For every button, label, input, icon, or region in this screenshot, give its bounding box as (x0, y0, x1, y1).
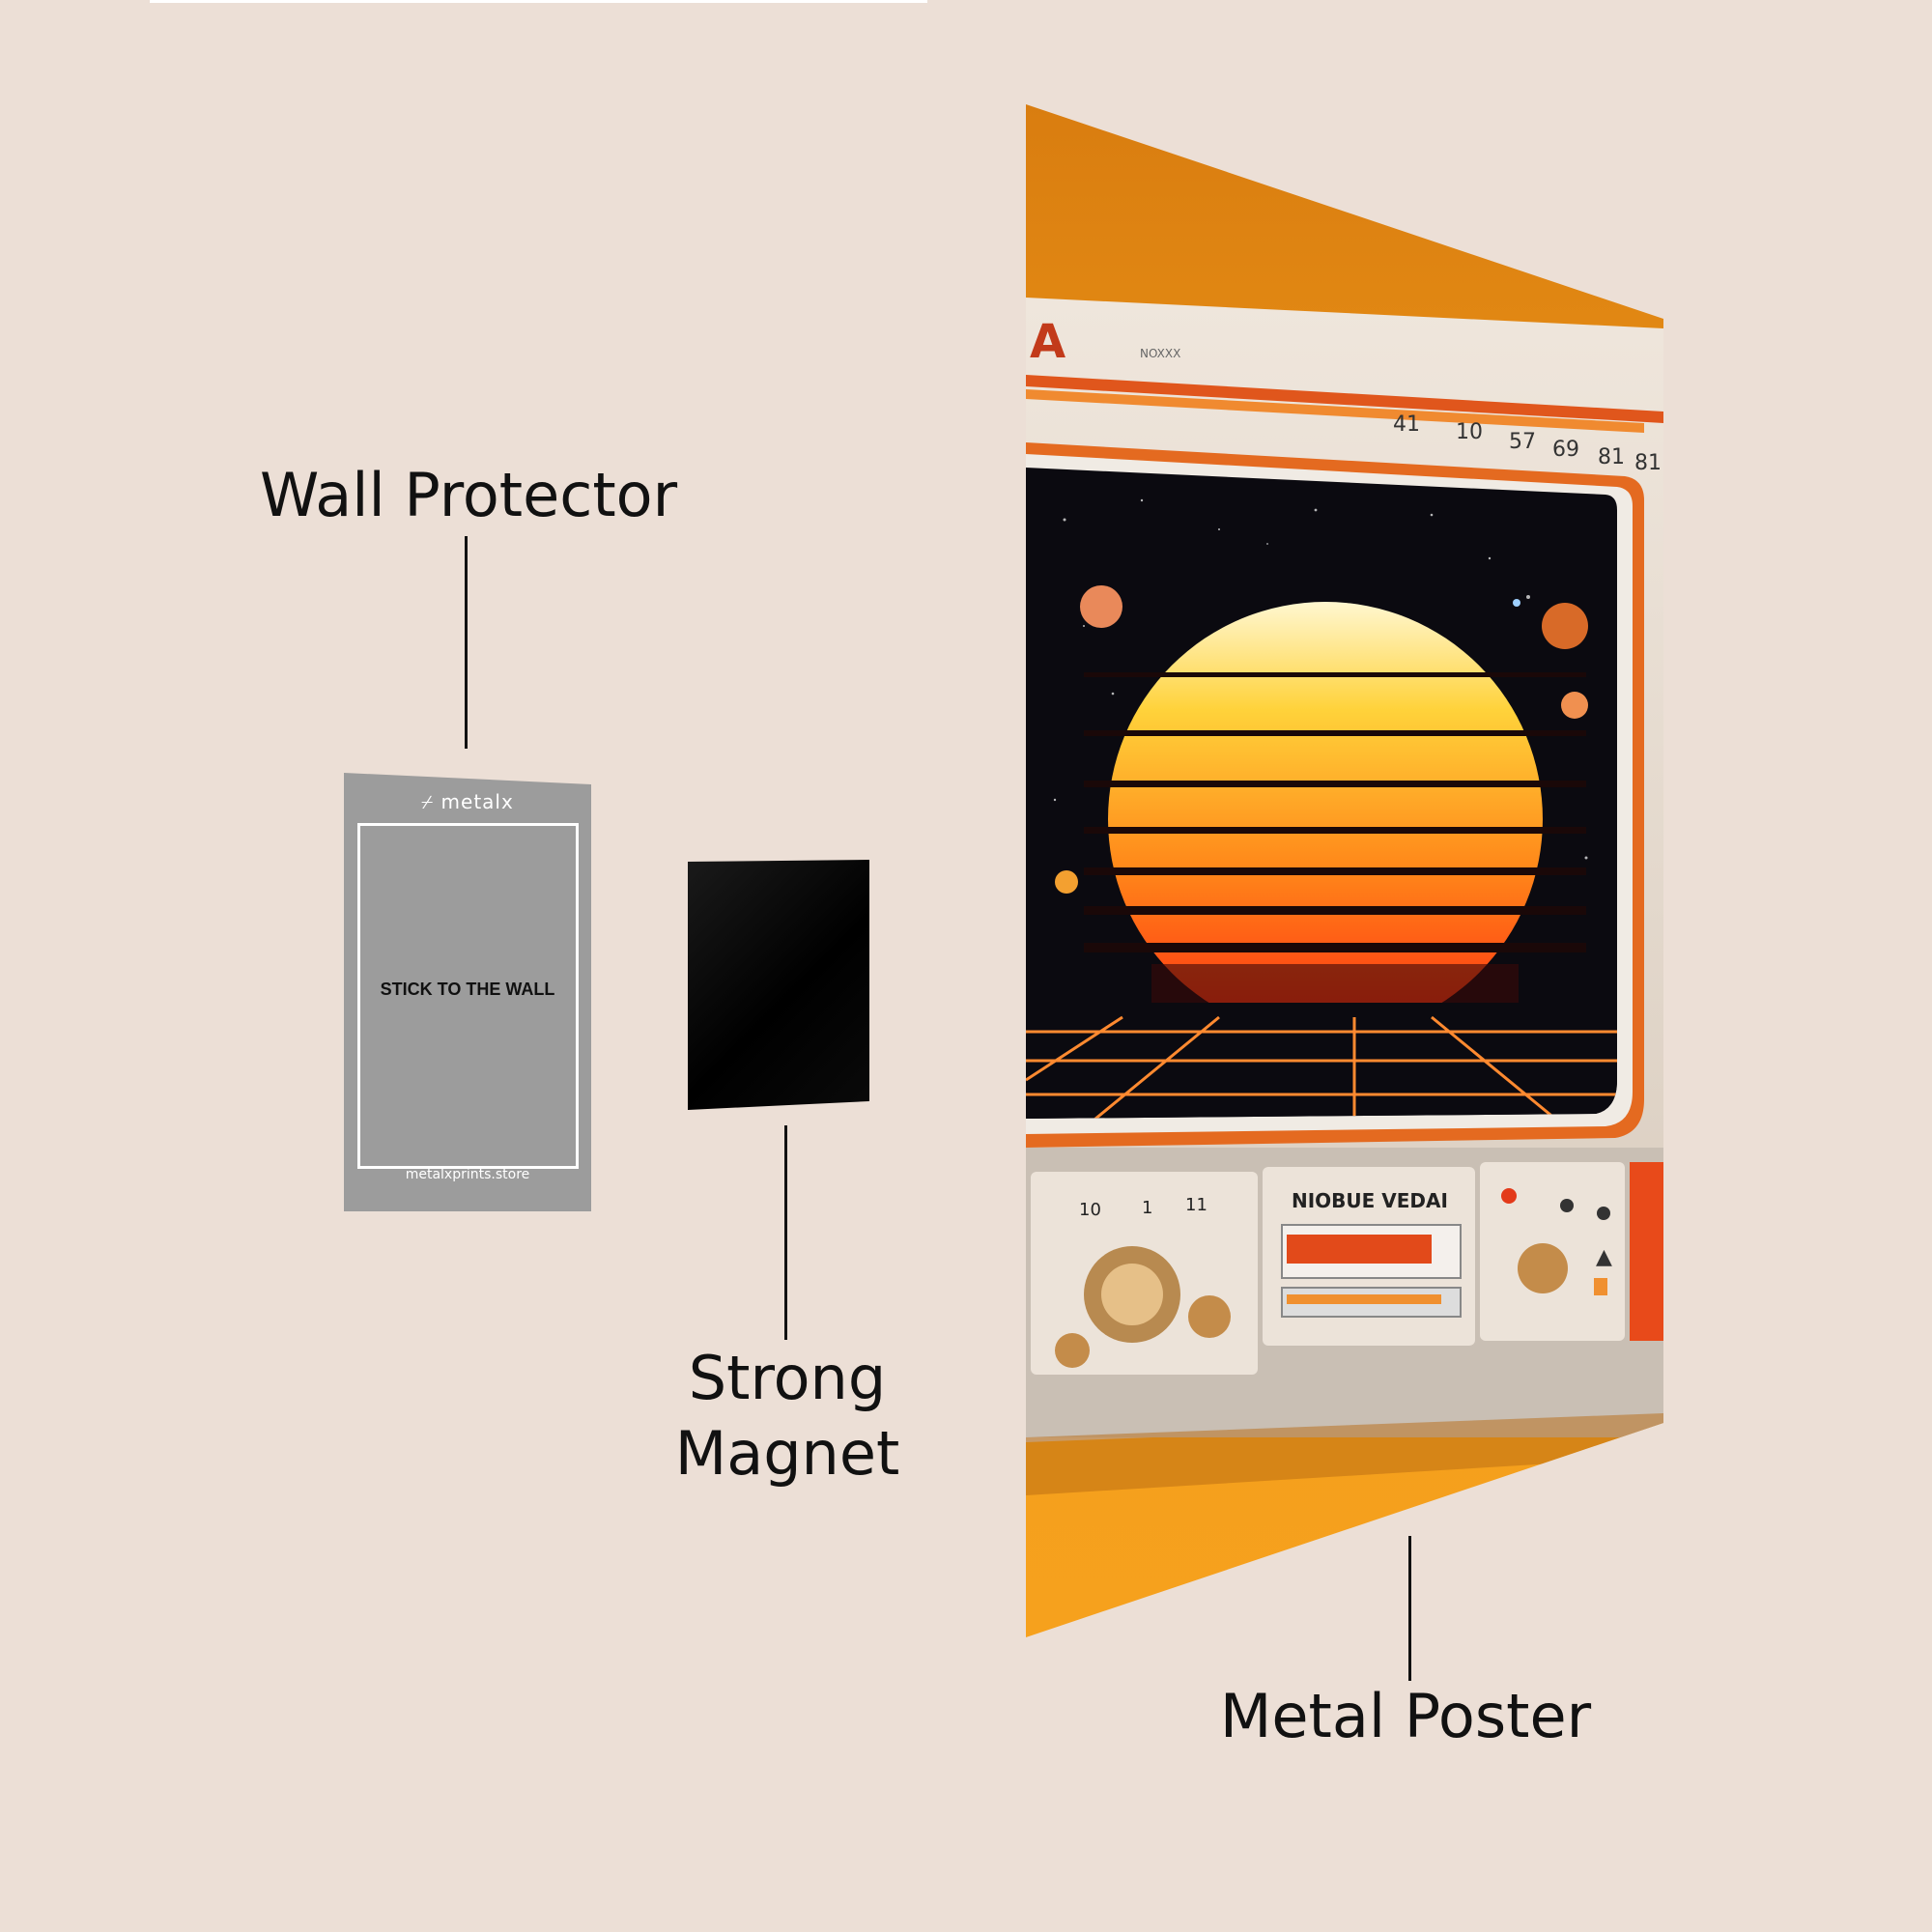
knob-right (1518, 1243, 1568, 1293)
tv-brand-small: NOXXX (1140, 347, 1180, 360)
left-panel-mark: 11 (1185, 1195, 1208, 1215)
tv-logo-a: A (1030, 315, 1065, 369)
warning-triangle: ▲ (1596, 1245, 1612, 1269)
protector-frame (357, 823, 579, 1169)
knob-small (1055, 1333, 1090, 1368)
knob-small (1188, 1295, 1231, 1338)
shelf-shadow (1026, 1413, 1663, 1495)
grid-floor (1026, 1015, 1617, 1119)
wall-protector-sheet: ⌿ metalx STICK TO THE WALL metalxprints.… (344, 773, 591, 1211)
dial-number: 81 (1634, 451, 1662, 475)
retro-tv-artwork: A NOXXX 41 10 57 69 81 81 (1026, 298, 1663, 1495)
wall-protector-connector (465, 536, 468, 749)
sun-stripes (1084, 672, 1586, 952)
stick-to-wall-text: STICK TO THE WALL (380, 980, 555, 999)
dial-number: 41 (1393, 412, 1420, 437)
sun (1108, 602, 1543, 1037)
metalx-logo: ⌿ metalx (344, 790, 591, 813)
planet (1542, 603, 1588, 649)
indicator-dark (1560, 1199, 1574, 1212)
metalx-logo-icon: ⌿ (421, 790, 441, 813)
dial-number: 57 (1509, 430, 1536, 454)
indicator-red (1501, 1188, 1517, 1204)
dial-numbers: 41 10 57 69 81 81 (1393, 412, 1662, 475)
store-url-text: metalxprints.store (405, 1167, 530, 1182)
metal-poster: A NOXXX 41 10 57 69 81 81 (1026, 104, 1663, 1637)
planet (1561, 692, 1588, 719)
strong-magnet-square (688, 860, 869, 1110)
magnet-connector (784, 1125, 787, 1340)
center-panel-label: NIOBUE VEDAI (1292, 1189, 1448, 1212)
metal-poster-label: Metal Poster (1219, 1681, 1592, 1751)
indicator-dark (1597, 1207, 1610, 1220)
planet (1055, 870, 1078, 894)
wall-protector-label: Wall Protector (259, 460, 678, 530)
strong-magnet-line2: Magnet (674, 1418, 900, 1489)
planet (1080, 585, 1122, 628)
strong-magnet-label: Strong Magnet (657, 1341, 918, 1492)
left-panel-mark: 10 (1079, 1200, 1101, 1220)
star-blue (1513, 599, 1520, 607)
tv-screen (1026, 468, 1617, 1119)
dial-number: 81 (1598, 445, 1625, 469)
top-edge-line (150, 0, 927, 3)
dial-number: 69 (1552, 438, 1579, 462)
metalx-brand-text: metalx (440, 790, 514, 813)
left-panel-mark: 1 (1142, 1198, 1152, 1218)
strong-magnet-line1: Strong (688, 1343, 887, 1413)
metal-poster-connector (1408, 1536, 1411, 1681)
tv-top-trim (1026, 375, 1663, 423)
dial-number: 10 (1456, 420, 1483, 444)
